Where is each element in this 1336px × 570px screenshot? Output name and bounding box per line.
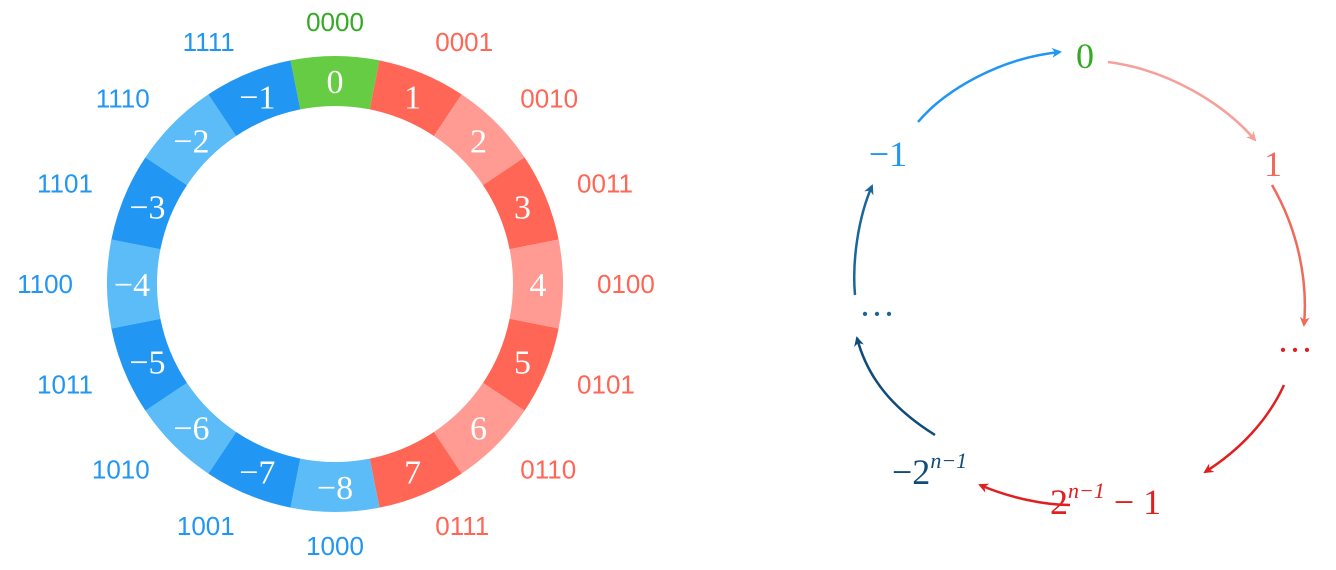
segment-binary-label: 0110 [520, 454, 576, 484]
ring-segment [145, 94, 237, 186]
cycle-diagram: 0 1 ··· 2n−1 − 1 −2n−1 ··· −1 [853, 36, 1313, 522]
segment-value-label: 3 [514, 189, 531, 226]
segment-value-label: −7 [239, 455, 275, 492]
max-base: 2 [1050, 482, 1068, 522]
ring-segment [111, 318, 187, 411]
segment-value-label: −8 [317, 470, 353, 507]
ring-segment [208, 432, 301, 508]
segment-binary-label: 1010 [92, 454, 150, 484]
min-exponent: n−1 [930, 448, 967, 473]
segment-binary-label: 0111 [435, 511, 489, 541]
ring-segment [145, 382, 237, 474]
segment-binary-label: 1101 [37, 169, 93, 199]
arrow-min-to-dots [854, 336, 936, 437]
min-base: −2 [892, 452, 930, 492]
segment-value-label: 4 [530, 267, 547, 304]
segment-binary-label: 1100 [17, 269, 73, 299]
ring-segment [290, 458, 380, 512]
segment-value-label: 7 [404, 455, 421, 492]
segment-binary-label: 1001 [177, 511, 235, 541]
segment-value-label: −1 [239, 79, 275, 116]
ring-segment [208, 60, 301, 136]
node-zero: 0 [1076, 36, 1094, 76]
ring-segment [483, 157, 559, 250]
node-max-value: 2n−1 − 1 [1050, 478, 1161, 522]
max-tail: − 1 [1105, 482, 1161, 522]
max-exponent: n−1 [1068, 478, 1105, 503]
ring-segment [483, 318, 559, 411]
ring-segment [433, 382, 525, 474]
segment-value-label: −2 [173, 123, 209, 160]
segment-value-label: 5 [514, 345, 531, 382]
arrow-dots-to-minus-one [853, 184, 874, 296]
node-min-value: −2n−1 [892, 448, 967, 492]
ring-segment [509, 239, 563, 329]
ring-segment [433, 94, 525, 186]
node-dots-left: ··· [859, 294, 895, 334]
segment-binary-label: 1110 [96, 84, 150, 114]
segment-binary-label: 0000 [306, 7, 364, 37]
arrow-max-to-min [978, 483, 1071, 507]
segment-binary-label: 1111 [183, 27, 235, 57]
ring-segment [107, 239, 161, 329]
ring-segment [369, 432, 462, 508]
segment-value-label: −6 [173, 411, 209, 448]
segment-value-label: 0 [327, 64, 344, 101]
segment-value-label: −5 [129, 345, 165, 382]
segment-value-label: 2 [470, 123, 487, 160]
ring-segment [111, 157, 187, 250]
segment-value-label: −4 [114, 267, 150, 304]
ring-segment [369, 60, 462, 136]
segment-binary-label: 0010 [520, 84, 578, 114]
segment-value-label: 6 [470, 411, 487, 448]
segment-binary-label: 0101 [577, 369, 635, 399]
segment-binary-label: 0100 [597, 269, 655, 299]
segment-value-label: 1 [404, 79, 421, 116]
arrow-0-to-1 [1107, 60, 1257, 142]
segment-binary-label: 0001 [435, 27, 493, 57]
arrow-minus-one-to-0 [917, 47, 1062, 123]
arrow-1-to-dots [1270, 184, 1310, 327]
node-dots-right: ··· [1277, 330, 1313, 370]
segment-binary-label: 1011 [37, 369, 93, 399]
node-one: 1 [1264, 144, 1282, 184]
arrow-dots-to-max [1203, 384, 1286, 474]
ring-segment [290, 56, 380, 110]
node-minus-one: −1 [869, 134, 907, 174]
segment-binary-label: 0011 [577, 169, 633, 199]
segment-value-label: −3 [129, 189, 165, 226]
segment-binary-label: 1000 [306, 531, 364, 561]
